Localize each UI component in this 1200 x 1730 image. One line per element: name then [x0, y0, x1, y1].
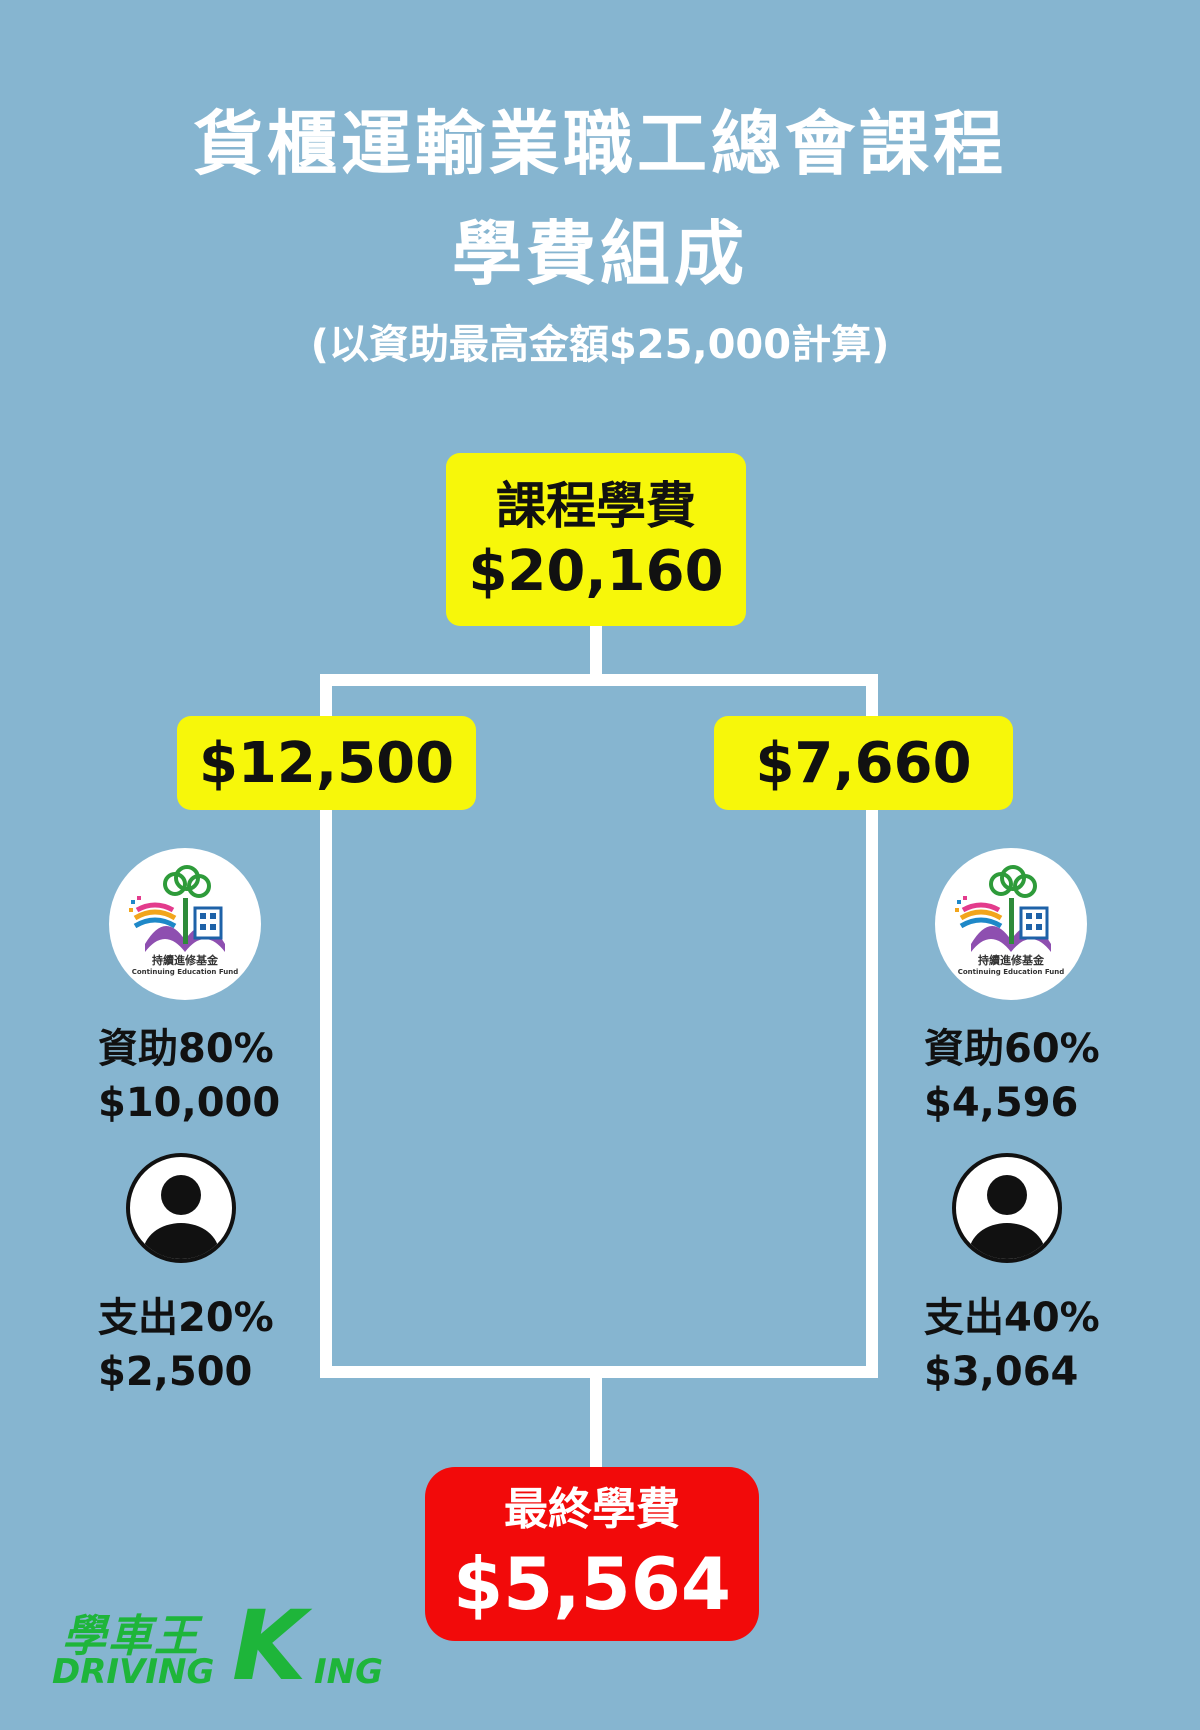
- left-subsidy-info: 資助80% $10,000: [98, 1022, 280, 1130]
- fund-logo-name-en: Continuing Education Fund: [131, 968, 239, 976]
- left-subsidy-label: 資助80%: [98, 1026, 274, 1072]
- driving-king-logo: 學車王 DRIVING K ING: [52, 1598, 392, 1694]
- fund-logo-icon: 持續進修基金 Continuing Education Fund: [935, 848, 1087, 1000]
- person-avatar-icon: [126, 1153, 236, 1263]
- final-fee-box: 最終學費 $5,564: [425, 1467, 759, 1641]
- right-payment-amount: $3,064: [924, 1349, 1079, 1395]
- connector-right-vertical: [866, 674, 878, 1378]
- course-fee-label: 課程學費: [496, 476, 696, 535]
- final-fee-amount: $5,564: [453, 1542, 731, 1626]
- brand-name-zh: 學車王: [62, 1611, 200, 1662]
- fund-logo-name-en: Continuing Education Fund: [957, 968, 1065, 976]
- fund-logo-name-zh: 持續進修基金: [978, 954, 1044, 967]
- connector-top-bar: [320, 674, 878, 686]
- subtitle: (以資助最高金額$25,000計算): [310, 322, 890, 368]
- person-avatar-icon: [952, 1153, 1062, 1263]
- brand-name-en-k: K: [232, 1590, 307, 1702]
- fund-logo-name-zh: 持續進修基金: [152, 954, 218, 967]
- left-payment-amount: $2,500: [98, 1349, 253, 1395]
- right-subsidy-info: 資助60% $4,596: [924, 1022, 1100, 1130]
- title-line2: 學費組成: [452, 213, 748, 295]
- title-line1: 貨櫃運輸業職工總會課程: [193, 103, 1007, 185]
- right-payment-info: 支出40% $3,064: [924, 1291, 1100, 1399]
- course-fee-box: 課程學費 $20,160: [446, 453, 746, 626]
- brand-name-en-driving: DRIVING: [52, 1652, 215, 1692]
- left-subsidy-amount: $10,000: [98, 1080, 281, 1126]
- final-fee-label: 最終學費: [504, 1484, 680, 1535]
- course-fee-amount: $20,160: [468, 538, 724, 604]
- fund-logo-icon: 持續進修基金 Continuing Education Fund: [109, 848, 261, 1000]
- right-subsidy-label: 資助60%: [924, 1026, 1100, 1072]
- brand-name-en-ing: ING: [314, 1652, 384, 1692]
- left-branch-amount: $12,500: [177, 716, 476, 810]
- right-payment-label: 支出40%: [924, 1295, 1100, 1341]
- connector-left-vertical: [320, 674, 332, 1378]
- connector-top-stem: [590, 626, 602, 674]
- right-branch-amount: $7,660: [714, 716, 1013, 810]
- connector-bottom-bar: [320, 1366, 878, 1378]
- left-payment-label: 支出20%: [98, 1295, 274, 1341]
- connector-bottom-stem: [590, 1378, 602, 1468]
- right-subsidy-amount: $4,596: [924, 1080, 1079, 1126]
- left-payment-info: 支出20% $2,500: [98, 1291, 274, 1399]
